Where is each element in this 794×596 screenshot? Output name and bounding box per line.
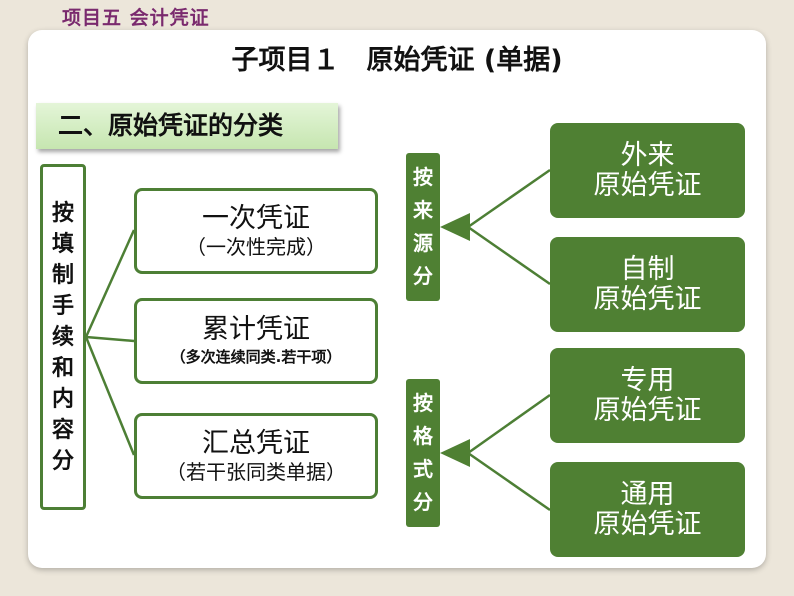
section-heading: 二、原始凭证的分类: [36, 103, 338, 149]
category-note: （多次连续同类.若干项）: [170, 348, 342, 366]
by-source-char: 按: [413, 165, 433, 189]
self-made-voucher-box: 自制 原始凭证: [550, 237, 745, 332]
voucher-type-line: 原始凭证: [593, 283, 702, 315]
by-format-char: 按: [413, 391, 433, 415]
fill-method-label-box: 按 填 制 手 续 和 内 容 分: [40, 164, 86, 510]
by-format-char: 分: [413, 490, 433, 514]
general-purpose-voucher-box: 通用 原始凭证: [550, 462, 745, 557]
fill-method-char: 制: [51, 261, 74, 288]
fill-method-char: 内: [51, 385, 74, 412]
voucher-type-line: 原始凭证: [593, 508, 702, 540]
voucher-type-line: 自制: [620, 253, 675, 285]
category-note: （若干张同类单据）: [166, 460, 346, 484]
connector-format-2: [467, 451, 551, 512]
voucher-type-line: 通用: [620, 478, 675, 510]
category-cumulative-voucher: 累计凭证 （多次连续同类.若干项）: [134, 298, 378, 384]
connector-format-1: [467, 393, 551, 455]
special-purpose-voucher-box: 专用 原始凭证: [550, 348, 745, 443]
fill-method-char: 填: [51, 230, 74, 257]
by-format-char: 式: [413, 457, 433, 481]
by-format-label-box: 按 格 式 分: [406, 379, 440, 527]
fill-method-char: 和: [51, 354, 74, 381]
voucher-type-line: 原始凭证: [593, 394, 702, 426]
connector-source-1: [467, 168, 551, 229]
fill-method-char: 容: [51, 416, 74, 443]
by-source-label-box: 按 来 源 分: [406, 153, 440, 301]
category-name: 累计凭证: [202, 314, 310, 345]
voucher-type-line: 专用: [620, 364, 675, 396]
fill-method-char: 按: [51, 199, 74, 226]
by-source-char: 源: [413, 231, 433, 255]
fill-method-char: 手: [51, 292, 74, 319]
voucher-type-line: 外来: [620, 139, 675, 171]
connector-left-3: [84, 336, 136, 456]
fill-method-char: 分: [51, 447, 74, 474]
by-source-char: 分: [413, 264, 433, 288]
source-arrow: [440, 213, 470, 241]
voucher-type-line: 原始凭证: [593, 169, 702, 201]
connector-left-2: [85, 335, 135, 343]
format-arrow: [440, 439, 470, 467]
fill-method-char: 续: [51, 323, 74, 350]
project-label: 项目五 会计凭证: [62, 7, 210, 29]
category-note: （一次性完成）: [186, 235, 326, 259]
category-name: 一次凭证: [202, 203, 310, 234]
connector-left-1: [84, 229, 136, 338]
by-source-char: 来: [413, 198, 433, 222]
slide-title: 子项目１ 原始凭证 (单据): [231, 45, 563, 76]
category-summary-voucher: 汇总凭证 （若干张同类单据）: [134, 413, 378, 499]
connector-source-2: [467, 225, 551, 286]
category-name: 汇总凭证: [202, 428, 310, 459]
by-format-char: 格: [413, 424, 433, 448]
category-one-time-voucher: 一次凭证 （一次性完成）: [134, 188, 378, 274]
external-source-voucher-box: 外来 原始凭证: [550, 123, 745, 218]
